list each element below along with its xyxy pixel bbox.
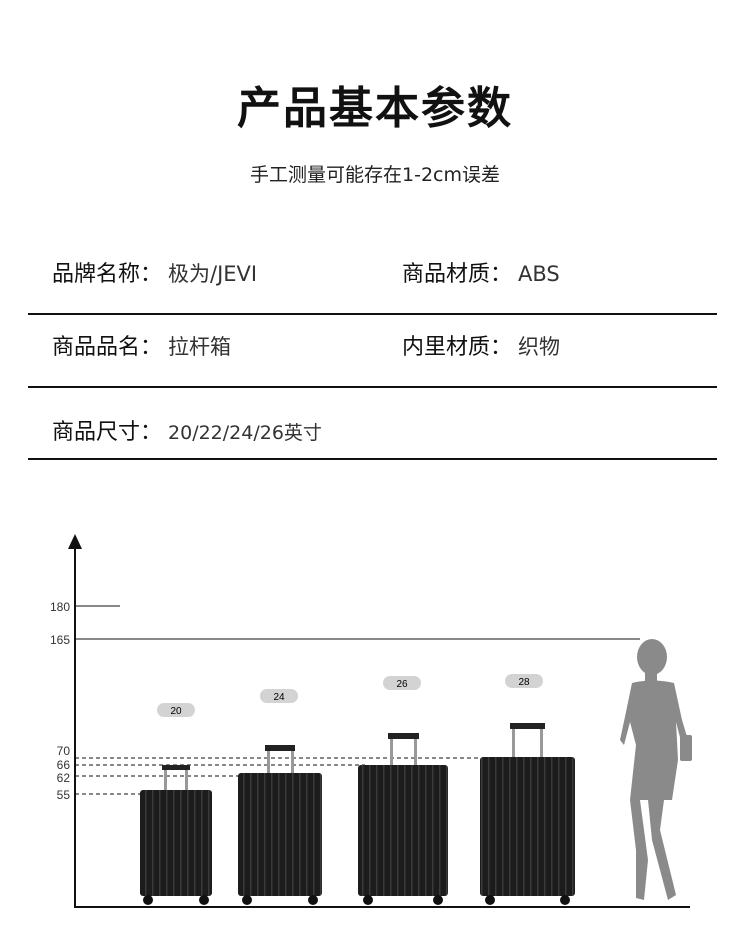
spec-row: 商品尺寸：20/22/24/26英寸	[28, 386, 717, 460]
size-label: 26	[396, 679, 408, 690]
tick-label: 180	[50, 600, 70, 614]
spec-product-name: 商品品名：拉杆箱	[52, 329, 231, 361]
person-silhouette-icon	[620, 639, 692, 900]
tick-label: 55	[57, 788, 71, 802]
spec-value: 20/22/24/26英寸	[168, 422, 322, 444]
spec-value: 织物	[518, 335, 561, 359]
spec-label: 商品品名：	[52, 335, 163, 360]
spec-label: 商品尺寸：	[52, 420, 163, 445]
suitcase-24: 24	[238, 689, 322, 905]
spec-material: 商品材质：ABS	[402, 256, 560, 288]
spec-value: 拉杆箱	[168, 335, 232, 359]
measurement-note: 手工测量可能存在1-2cm误差	[250, 164, 500, 186]
spec-label: 品牌名称：	[52, 262, 163, 287]
suitcase-26: 26	[358, 676, 448, 905]
size-label: 20	[170, 706, 182, 717]
suitcase-20: 20	[140, 703, 212, 905]
spec-lining: 内里材质：织物	[402, 329, 560, 361]
tick-label: 62	[57, 771, 71, 785]
spec-brand: 品牌名称：极为/JEVI	[52, 256, 257, 288]
spec-row: 品牌名称：极为/JEVI 商品材质：ABS	[28, 240, 717, 315]
spec-size: 商品尺寸：20/22/24/26英寸	[52, 414, 322, 446]
spec-label: 商品材质：	[402, 262, 513, 287]
tick-label: 165	[50, 633, 70, 647]
spec-row: 商品品名：拉杆箱 内里材质：织物	[28, 313, 717, 388]
size-label: 28	[518, 677, 530, 688]
spec-label: 内里材质：	[402, 335, 513, 360]
size-label: 24	[273, 692, 285, 703]
tick-label: 70	[57, 744, 71, 758]
spec-value: ABS	[518, 262, 560, 286]
suitcase-28: 28	[480, 674, 575, 905]
tick-label: 66	[57, 758, 71, 772]
spec-value: 极为/JEVI	[168, 262, 258, 286]
y-axis-arrow-icon	[68, 534, 82, 549]
page-title: 产品基本参数	[237, 83, 513, 134]
